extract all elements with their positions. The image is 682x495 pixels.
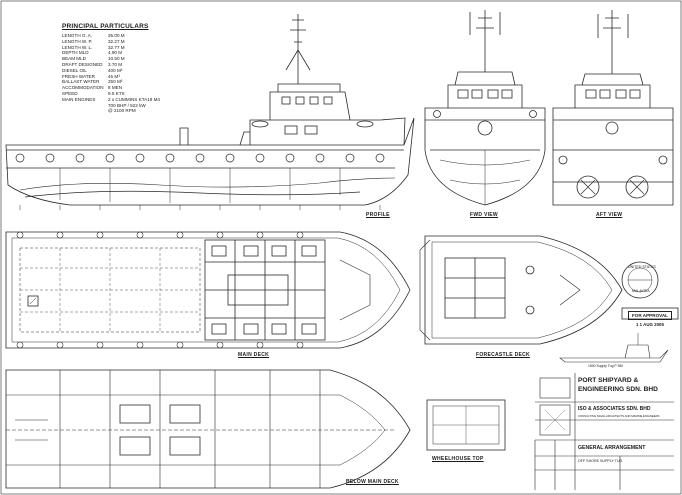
vessel-sketch <box>559 333 669 363</box>
particulars-title: PRINCIPAL PARTICULARS <box>62 23 149 30</box>
particulars-row: @ 2100 RPM <box>62 108 168 114</box>
label-wheelhouse-top: WHEELHOUSE TOP <box>432 456 484 462</box>
particulars-label: SPEED <box>62 90 78 96</box>
for-approval-stamp: FOR APPROVAL <box>628 311 672 320</box>
stamp-ring-bottom: MALAYSIA <box>632 289 650 293</box>
particulars-label: FRESH WATER <box>62 73 95 79</box>
particulars-row: DIESEL OIL 400 M³ <box>62 68 168 74</box>
particulars-value: 8 MEN <box>108 85 123 91</box>
designer-subtitle: CONSULTING NAVAL ARCHITECTS AND MARINE E… <box>578 414 660 418</box>
label-aft-view: AFT VIEW <box>596 212 623 218</box>
title-block-grid <box>534 373 674 490</box>
particulars-label: MAIN ENGINES <box>62 96 96 102</box>
shipyard-name-2: ENGINEERING SDN. BHD <box>578 386 658 393</box>
particulars-value: 400 M³ <box>108 67 123 73</box>
label-forecastle-deck: FORECASTLE DECK <box>476 352 530 358</box>
particulars-row: DRAFT DESIGNED 3.70 M <box>62 62 168 68</box>
shipyard-name: PORT SHIPYARD & <box>578 377 639 384</box>
particulars-row: SPEED 9.5 KTS <box>62 91 168 97</box>
approval-stamp <box>621 261 679 320</box>
label-below-main-deck: BELOW MAIN DECK <box>346 479 399 485</box>
particulars-value: 32.77 M <box>108 44 125 50</box>
fwd-view <box>424 10 546 206</box>
particulars-row: LENGTH W. L. 32.77 M <box>62 45 168 51</box>
main-deck-plan <box>5 231 411 349</box>
particulars-label: LENGTH W. P. <box>62 38 93 44</box>
label-fwd-view: FWD VIEW <box>470 212 498 218</box>
particulars-row: LENGTH W. P. 32.27 M <box>62 39 168 45</box>
particulars-value: 9.5 KTS <box>108 90 125 96</box>
particulars-label: LENGTH W. L. <box>62 44 93 50</box>
particulars-label: DRAFT DESIGNED <box>62 61 103 67</box>
particulars-value: 4.90 M <box>108 50 123 56</box>
particulars-row: BEAM MLD 10.50 M <box>62 56 168 62</box>
vessel-caption: 1500 Supply Tug P 350 <box>588 364 624 368</box>
particulars-value: 2 x CUMMINS KTA19 M4 <box>108 96 160 102</box>
drawing-title: GENERAL ARRANGEMENT <box>578 445 646 451</box>
stamp-ring-top: UNITED STATES <box>628 265 656 269</box>
project-name: OFF SHORE SUPPLY TUG <box>578 459 623 463</box>
particulars-label: ACCOMMODATION <box>62 85 104 91</box>
wheelhouse-top-plan <box>426 399 506 451</box>
particulars-value: 700 BHP / 522 kW <box>108 102 146 108</box>
particulars-value: 35.00 M <box>108 33 125 38</box>
particulars-label: LENGTH O. A. <box>62 33 93 38</box>
particulars-row: LENGTH O. A. 35.00 M <box>62 33 168 39</box>
below-main-deck-plan <box>5 369 411 489</box>
particulars-label <box>62 108 108 114</box>
particulars-value: 32.27 M <box>108 38 125 44</box>
approval-date: 1 1 AUG 2005 <box>636 322 664 327</box>
particulars-row: ACCOMMODATION 8 MEN <box>62 85 168 91</box>
particulars-value: 45 M³ <box>108 73 120 79</box>
particulars-label: DIESEL OIL <box>62 67 87 73</box>
particulars-row: DEPTH MLD 4.90 M <box>62 50 168 56</box>
forecastle-deck-plan <box>419 235 623 345</box>
particulars-row: MAIN ENGINES 2 x CUMMINS KTA19 M4 <box>62 97 168 103</box>
particulars-value: 3.70 M <box>108 61 123 67</box>
particulars-label: DEPTH MLD <box>62 50 89 56</box>
particulars-value: @ 2100 RPM <box>108 108 136 114</box>
aft-view <box>552 10 674 206</box>
label-main-deck: MAIN DECK <box>238 352 270 358</box>
particulars-value: 10.50 M <box>108 56 125 62</box>
particulars-label: BEAM MLD <box>62 56 86 62</box>
profile-view <box>5 14 415 210</box>
particulars-row: 700 BHP / 522 kW <box>62 103 168 109</box>
particulars-label: BALLAST WATER <box>62 79 100 85</box>
particulars-row: BALLAST WATER 250 M³ <box>62 79 168 85</box>
label-profile: PROFILE <box>366 212 390 218</box>
particulars-row: FRESH WATER 45 M³ <box>62 74 168 80</box>
particulars-value: 250 M³ <box>108 79 123 85</box>
designer-name: ISO & ASSOCIATES SDN. BHD <box>578 406 651 412</box>
